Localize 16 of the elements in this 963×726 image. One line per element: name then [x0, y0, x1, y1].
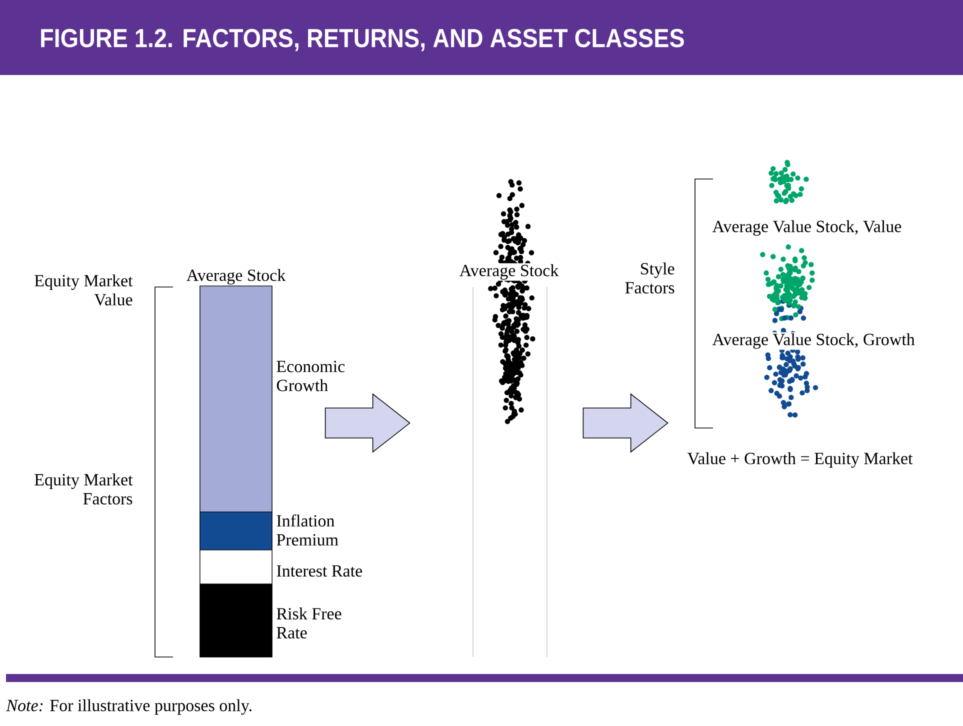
cluster-label: Average Value Stock, Growth	[711, 332, 916, 350]
equation-label: Value + Growth = Equity Market	[687, 452, 913, 468]
side-label: Style Factors	[625, 262, 674, 294]
column-heading: Average Stock	[458, 263, 560, 281]
title-banner: FIGURE 1.2. FACTORS, RETURNS, AND ASSET CLASSES	[0, 0, 963, 75]
segment-label: Interest Rate	[276, 565, 362, 577]
segment-label: Inflation Premium	[276, 514, 338, 546]
node-label: Average Stock	[186, 269, 286, 285]
block-arrow	[324, 393, 410, 453]
segment-label: Economic Growth	[276, 360, 345, 392]
block-arrow	[582, 393, 668, 453]
note: Note: For illustrative purposes only.	[6, 699, 252, 715]
side-label: Equity Market Value	[34, 274, 133, 306]
side-label: Equity Market Factors	[34, 474, 133, 504]
cluster-label: Average Value Stock, Value	[711, 219, 903, 237]
segment-label: Risk Free Rate	[276, 608, 342, 638]
